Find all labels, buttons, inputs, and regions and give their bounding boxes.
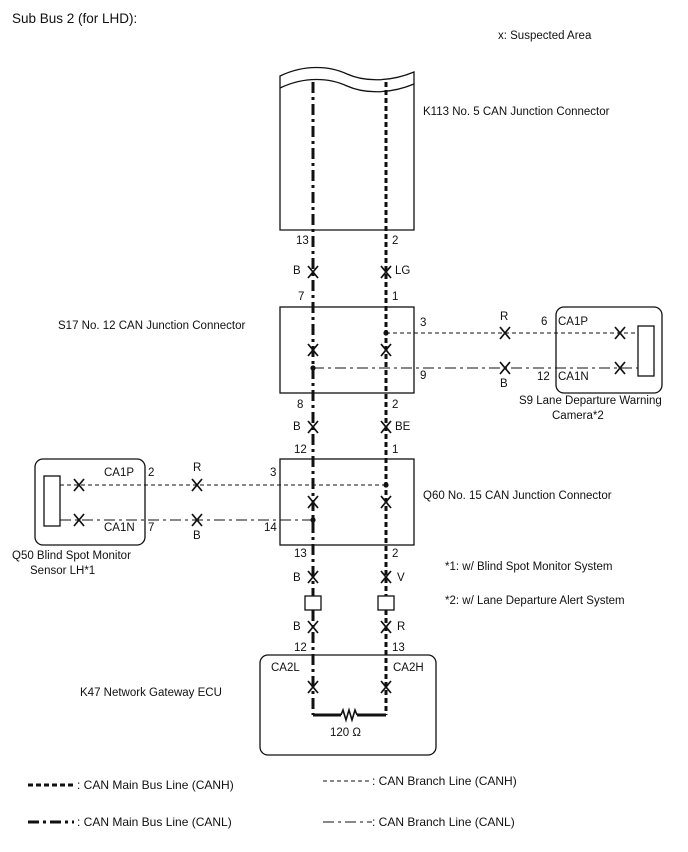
x-mark bbox=[499, 361, 511, 375]
q60-pin-bottom-right: 2 bbox=[392, 548, 398, 560]
terminating-resistor-label: 120 Ω bbox=[330, 727, 361, 739]
q50-pin-low-name: CA1N bbox=[104, 522, 135, 534]
x-mark bbox=[380, 680, 392, 694]
diagram-title: Sub Bus 2 (for LHD): bbox=[12, 11, 137, 26]
s17-pin-top-right: 1 bbox=[392, 291, 398, 303]
suspected-area-marks bbox=[73, 265, 626, 694]
suspected-area-note: x: Suspected Area bbox=[498, 30, 592, 42]
junction-dot bbox=[383, 330, 389, 336]
resistor-symbol bbox=[340, 707, 358, 723]
junction-dot bbox=[310, 365, 316, 371]
q50-pin-low-number: 7 bbox=[148, 522, 154, 534]
s9-pin-high-number: 6 bbox=[541, 316, 547, 328]
s17-connector: S17 No. 12 CAN Junction Connector 7 1 8 … bbox=[58, 291, 426, 411]
k47-pin-left-name: CA2L bbox=[271, 662, 300, 674]
x-mark bbox=[380, 420, 392, 434]
k47-label: K47 Network Gateway ECU bbox=[80, 687, 222, 699]
junction-dot bbox=[310, 517, 316, 523]
q60-connector: Q60 No. 15 CAN Junction Connector 12 1 1… bbox=[264, 444, 612, 560]
q50-pin-high-name: CA1P bbox=[104, 467, 134, 479]
k47-pin-right-number: 13 bbox=[392, 642, 405, 654]
k113-pin-right: 2 bbox=[392, 235, 398, 247]
x-mark bbox=[73, 478, 85, 492]
wire-color-label: B bbox=[293, 421, 301, 433]
s17-pin-bottom-left: 8 bbox=[297, 399, 303, 411]
x-mark bbox=[307, 570, 319, 584]
x-mark bbox=[380, 343, 392, 357]
q60-pin-top-left: 12 bbox=[294, 444, 307, 456]
x-mark bbox=[380, 265, 392, 279]
x-mark bbox=[307, 620, 319, 634]
wire-color-label: B bbox=[293, 572, 301, 584]
legend-main-canh: : CAN Main Bus Line (CANH) bbox=[77, 778, 234, 792]
x-mark bbox=[614, 326, 626, 340]
q50-pin-high-number: 2 bbox=[148, 467, 154, 479]
junction-box-right bbox=[377, 595, 395, 611]
q50-label-line1: Q50 Blind Spot Monitor bbox=[12, 550, 131, 562]
junction-dot bbox=[383, 482, 389, 488]
footnote-2: *2: w/ Lane Departure Alert System bbox=[445, 595, 625, 607]
q50-sensor: CA1P 2 CA1N 7 Q50 Blind Spot Monitor Sen… bbox=[12, 458, 154, 577]
x-mark bbox=[380, 570, 392, 584]
x-mark bbox=[307, 265, 319, 279]
legend: : CAN Main Bus Line (CANH) : CAN Main Bu… bbox=[28, 774, 517, 829]
q60-pin-bottom-left: 13 bbox=[294, 548, 307, 560]
x-mark bbox=[380, 620, 392, 634]
wire-color-label: B bbox=[293, 621, 301, 633]
k47-pin-right-name: CA2H bbox=[393, 662, 424, 674]
x-mark bbox=[307, 495, 319, 509]
k113-connector: K113 No. 5 CAN Junction Connector 13 2 bbox=[279, 66, 610, 247]
junction-box-left bbox=[304, 595, 322, 611]
legend-main-canl: : CAN Main Bus Line (CANL) bbox=[77, 815, 232, 829]
wire-color-label: BE bbox=[395, 421, 411, 433]
wire-color-label: V bbox=[397, 572, 405, 584]
s17-pin-bottom-right: 2 bbox=[392, 399, 398, 411]
wire-color-label: R bbox=[500, 311, 508, 323]
x-mark bbox=[614, 361, 626, 375]
x-mark bbox=[307, 343, 319, 357]
s9-label-line2: Camera*2 bbox=[552, 410, 604, 422]
legend-branch-canh: : CAN Branch Line (CANH) bbox=[372, 774, 517, 788]
s9-label-line1: S9 Lane Departure Warning bbox=[519, 395, 662, 407]
s17-pin-branch-high: 3 bbox=[420, 317, 426, 329]
wire-color-label: B bbox=[500, 378, 508, 390]
s9-pin-low-number: 12 bbox=[537, 371, 550, 383]
k113-label: K113 No. 5 CAN Junction Connector bbox=[423, 106, 610, 118]
wire-color-label: B bbox=[193, 530, 201, 542]
k47-gateway-ecu: K47 Network Gateway ECU 12 13 CA2L CA2H … bbox=[80, 642, 437, 756]
s17-pin-top-left: 7 bbox=[298, 291, 304, 303]
wire-color-label: R bbox=[193, 462, 201, 474]
x-mark bbox=[307, 680, 319, 694]
s9-pin-low-name: CA1N bbox=[558, 371, 589, 383]
s17-pin-branch-low: 9 bbox=[420, 370, 426, 382]
branch-wires bbox=[60, 332, 638, 521]
legend-branch-canl: : CAN Branch Line (CANL) bbox=[372, 815, 515, 829]
q50-label-line2: Sensor LH*1 bbox=[30, 565, 95, 577]
x-mark bbox=[73, 513, 85, 527]
k47-pin-left-number: 12 bbox=[294, 642, 307, 654]
wire-color-label: LG bbox=[395, 265, 410, 277]
s9-pin-high-name: CA1P bbox=[558, 316, 588, 328]
x-mark bbox=[380, 495, 392, 509]
q60-pin-branch-high: 3 bbox=[270, 467, 276, 479]
x-mark bbox=[499, 326, 511, 340]
q60-pin-top-right: 1 bbox=[392, 444, 398, 456]
k113-pin-left: 13 bbox=[296, 235, 309, 247]
s17-label: S17 No. 12 CAN Junction Connector bbox=[58, 320, 245, 332]
x-mark bbox=[307, 420, 319, 434]
wire-color-labels: B LG B BE B V B R R B R B bbox=[193, 265, 508, 633]
x-mark bbox=[191, 478, 203, 492]
q60-label: Q60 No. 15 CAN Junction Connector bbox=[423, 490, 612, 502]
footnote-1: *1: w/ Blind Spot Monitor System bbox=[445, 561, 612, 573]
s9-camera: 6 CA1P 12 CA1N S9 Lane Departure Warning… bbox=[519, 306, 663, 422]
wire-color-label: R bbox=[397, 621, 405, 633]
x-mark bbox=[191, 513, 203, 527]
q60-pin-branch-low: 14 bbox=[264, 522, 277, 534]
wire-color-label: B bbox=[293, 265, 301, 277]
